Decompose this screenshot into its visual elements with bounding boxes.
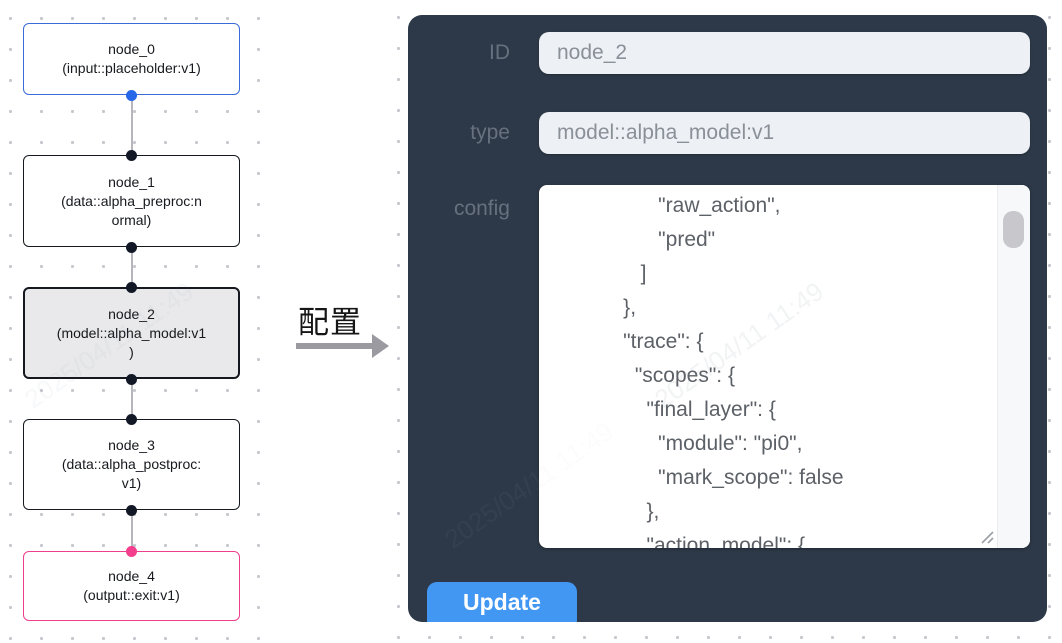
config-textarea[interactable]: "raw_action", "pred" ] }, "trace": { "sc…	[539, 185, 1030, 548]
port-node3-out[interactable]	[126, 504, 137, 516]
node-title: node_1	[108, 173, 155, 190]
node-title: node_3	[108, 437, 155, 453]
node-title: node_4	[108, 568, 155, 584]
port-node0-out[interactable]	[126, 89, 137, 101]
config-annotation-label: 配置	[298, 305, 362, 340]
node-title: node_0	[108, 41, 155, 57]
edge-node1-node2	[130, 247, 133, 287]
node-type-label: (data::alpha_preproc:n	[61, 192, 202, 209]
node-type-label: (data::alpha_postproc:	[61, 456, 202, 472]
type-field-label: type	[470, 121, 510, 144]
flow-canvas[interactable]: node_0 (input::placeholder:v1) node_1 (d…	[0, 0, 266, 643]
port-node3-in[interactable]	[126, 413, 137, 425]
node-type-label: (input::placeholder:v1)	[62, 60, 201, 76]
port-node2-in[interactable]	[126, 281, 137, 293]
port-node2-out[interactable]	[126, 373, 137, 385]
edge-node3-node4	[130, 510, 133, 551]
node-type-label: (output::exit:v1)	[83, 587, 180, 603]
id-field-label: ID	[489, 41, 510, 64]
port-node4-in[interactable]	[126, 545, 137, 557]
config-region: ID type config "raw_action", "pred" ] },…	[393, 0, 1062, 643]
resize-handle-icon[interactable]	[978, 528, 994, 544]
node-type-label: (model::alpha_model:v1	[56, 324, 207, 341]
id-input[interactable]	[539, 32, 1030, 74]
config-field-label: config	[453, 197, 510, 220]
node-type-label: v1)	[121, 475, 142, 491]
node-config-panel: ID type config "raw_action", "pred" ] },…	[408, 15, 1047, 622]
edge-node0-node1	[130, 95, 133, 155]
config-scrollbar-thumb[interactable]	[1003, 211, 1024, 248]
graph-node-node_0[interactable]: node_0 (input::placeholder:v1)	[23, 23, 240, 95]
port-node1-out[interactable]	[126, 241, 137, 253]
edge-node2-node3	[130, 379, 133, 419]
node-title: node_2	[108, 305, 155, 322]
right-arrow-icon	[372, 334, 389, 358]
graph-node-node_3[interactable]: node_3 (data::alpha_postproc: v1)	[23, 419, 240, 510]
graph-node-node_2-selected[interactable]: node_2 (model::alpha_model:v1 )	[23, 287, 240, 379]
graph-node-node_1[interactable]: node_1 (data::alpha_preproc:n ormal)	[23, 155, 240, 247]
node-type-label: ormal)	[111, 211, 152, 228]
update-button[interactable]: Update	[427, 582, 577, 622]
node-type-label: )	[129, 343, 134, 360]
right-arrow-shaft	[296, 343, 374, 349]
port-node1-in[interactable]	[126, 149, 137, 161]
type-input[interactable]	[539, 112, 1030, 154]
graph-node-node_4[interactable]: node_4 (output::exit:v1)	[23, 551, 240, 621]
config-json-text[interactable]: "raw_action", "pred" ] }, "trace": { "sc…	[623, 194, 844, 548]
config-scrollbar-track[interactable]	[997, 185, 1030, 548]
